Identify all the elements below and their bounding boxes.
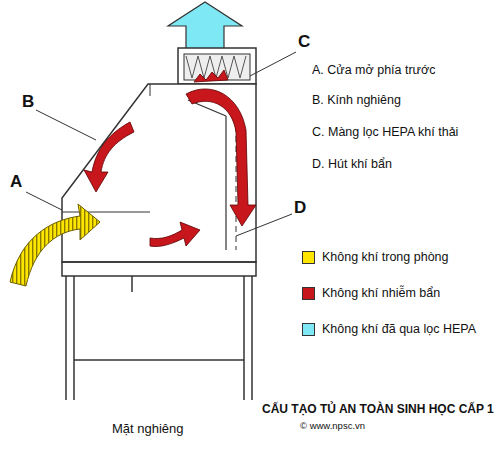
callout-letter: D <box>294 198 306 218</box>
stand <box>62 262 256 400</box>
watermark: © www.npsc.vn <box>300 420 365 431</box>
legend-swatch <box>302 287 315 300</box>
view-label: Mặt nghiêng <box>112 421 184 436</box>
legend-text: Không khí nhiễm bẩn <box>322 286 440 300</box>
callout-letter: C <box>298 32 310 52</box>
callout-letter: A <box>10 172 22 192</box>
part-key: A. Cửa mở phía trước <box>312 63 435 77</box>
room-air-arrow <box>10 204 100 286</box>
legend-swatch <box>302 251 315 264</box>
legend-text: Không khí trong phòng <box>322 250 449 264</box>
leader-lines <box>26 52 296 236</box>
hepa-housing <box>178 48 256 84</box>
hepa-filter <box>184 54 250 80</box>
caption: CẤU TẠO TỦ AN TOÀN SINH HỌC CẤP 1 <box>262 402 494 416</box>
dirty-air-arrows <box>84 70 256 247</box>
part-key: D. Hút khí bẩn <box>312 157 392 171</box>
legend-text: Không khí đã qua lọc HEPA <box>322 322 476 336</box>
legend-swatch <box>302 323 315 336</box>
exhaust-arrow <box>168 2 242 52</box>
callout-letter: B <box>22 92 34 112</box>
part-key: B. Kính nghiêng <box>312 93 401 107</box>
cabinet-body <box>62 84 256 262</box>
part-key: C. Màng lọc HEPA khí thải <box>312 125 458 139</box>
